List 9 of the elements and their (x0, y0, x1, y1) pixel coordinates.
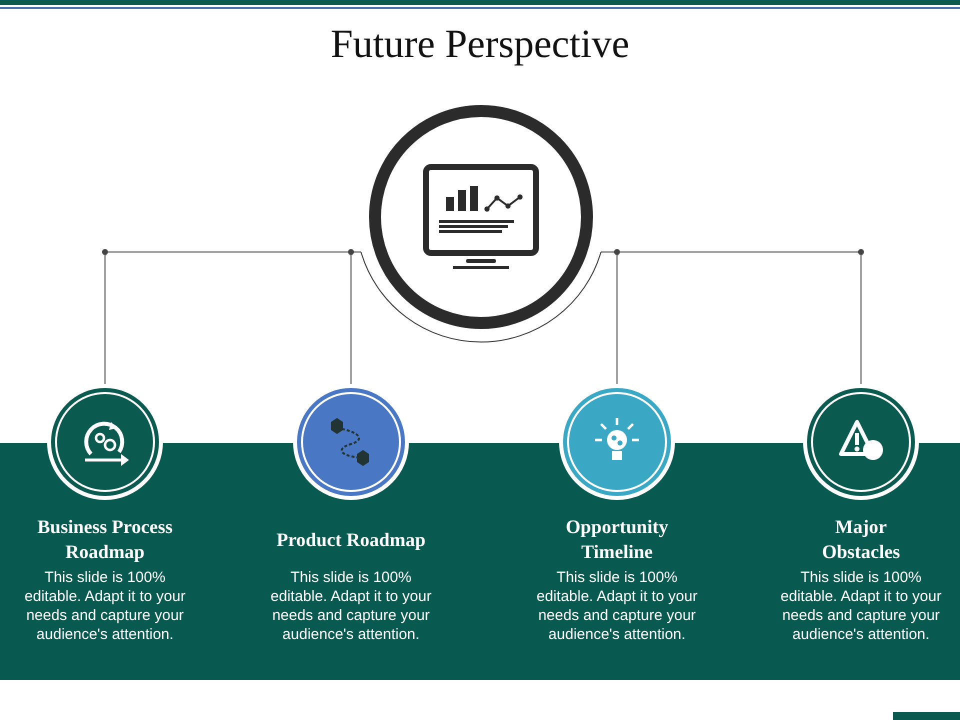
column-description: This slide is 100% editable. Adapt it to your needs and capture your audience's attention. (270, 568, 432, 644)
column-description: This slide is 100% editable. Adapt it to your needs and capture your audience's attention. (24, 568, 186, 644)
column-heading: Business Process Roadmap (36, 516, 174, 565)
column-heading: Opportunity Timeline (564, 516, 670, 565)
column-description: This slide is 100% editable. Adapt it to your needs and capture your audience's attention. (536, 568, 698, 644)
column-description: This slide is 100% editable. Adapt it to your needs and capture your audience's attention. (780, 568, 942, 644)
column-heading: Major Obstacles (820, 516, 902, 565)
column-heading: Product Roadmap (275, 528, 427, 552)
slide-title: Future Perspective (330, 20, 630, 67)
